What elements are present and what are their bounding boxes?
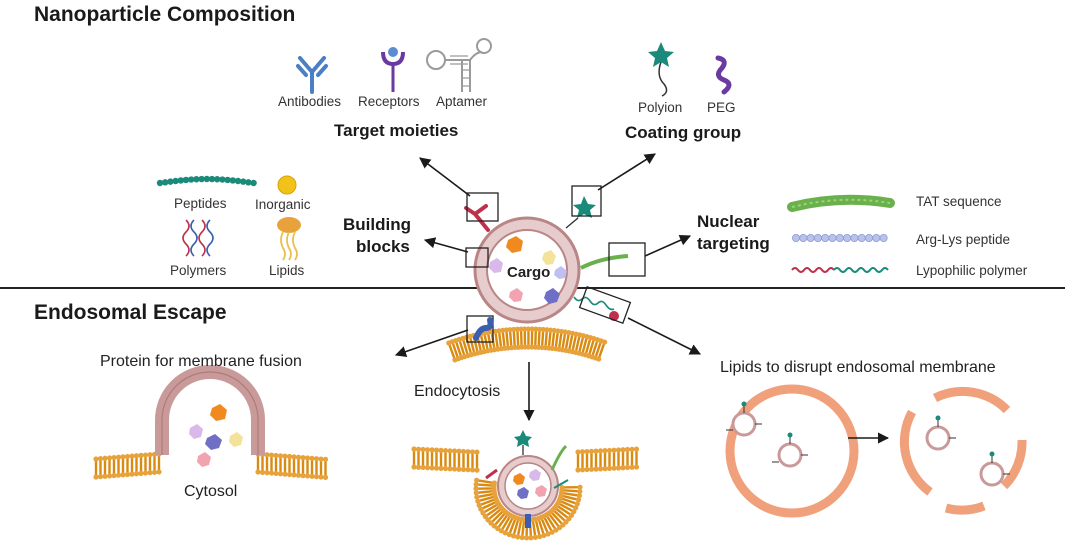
endocytosis-illustration [411, 430, 640, 541]
label-polyion: Polyion [638, 100, 683, 115]
inset-fusion-protein [466, 315, 494, 343]
central-nanoparticle [473, 216, 581, 324]
label-peptides: Peptides [174, 196, 227, 211]
inset-lipid-tail [573, 285, 632, 325]
label-tat-sequence: TAT sequence [916, 194, 1002, 209]
receptor-icon [381, 47, 405, 92]
fusion-illustration [93, 365, 329, 480]
peg-icon [715, 55, 732, 95]
attached-polyion-icon [573, 196, 596, 218]
endosome-disrupted [899, 386, 1027, 515]
lipids-disrupt-label: Lipids to disrupt endosomal membrane [720, 359, 996, 376]
label-lypophilic-polymer: Lypophilic polymer [916, 263, 1028, 278]
arrow-nuclear [644, 234, 692, 257]
inset-box-building [465, 247, 489, 268]
label-receptors: Receptors [358, 94, 420, 109]
antibody-icon [296, 56, 328, 94]
lipid-icon [277, 217, 301, 261]
endosome-intact [725, 384, 859, 518]
endocytosis-label: Endocytosis [414, 383, 501, 400]
fusion-label: Protein for membrane fusion [100, 353, 302, 370]
inset-box-target [466, 192, 499, 222]
released-nanoparticles [925, 415, 1010, 487]
plasma-membrane-top [446, 326, 608, 363]
label-inorganic: Inorganic [255, 197, 311, 212]
nuclear-targeting-heading-line2: targeting [697, 234, 770, 253]
label-lipids: Lipids [269, 263, 305, 278]
label-arg-lys-peptide: Arg-Lys peptide [916, 232, 1011, 247]
arrow-lipids [627, 317, 702, 355]
inorganic-icon [277, 175, 297, 195]
arrow-fusion [394, 329, 469, 357]
arg-lys-peptide-icon [792, 233, 888, 242]
aptamer-icon [426, 38, 492, 92]
label-polymers: Polymers [170, 263, 227, 278]
peptide-chain-icon [156, 175, 257, 187]
cargo-label: Cargo [507, 264, 551, 281]
escape-title: Endosomal Escape [34, 301, 227, 324]
target-moieties-heading: Target moieties [334, 121, 459, 140]
nuclear-targeting-heading-line1: Nuclear [697, 212, 760, 231]
arrow-target [419, 157, 471, 197]
building-blocks-heading-line2: blocks [356, 237, 410, 256]
coating-group-heading: Coating group [625, 123, 742, 142]
building-blocks-heading-line1: Building [343, 215, 411, 234]
label-peg: PEG [707, 100, 736, 115]
cytosol-label: Cytosol [184, 483, 238, 500]
arrow-coating [597, 153, 656, 191]
arrow-building [423, 237, 469, 253]
polyion-icon [648, 42, 674, 97]
polymer-icon [182, 219, 214, 257]
composition-title: Nanoparticle Composition [34, 3, 296, 26]
label-antibodies: Antibodies [278, 94, 342, 109]
inset-box-coating [571, 185, 602, 217]
inset-box-nuclear [608, 242, 646, 277]
lypophilic-polymer-icon [791, 267, 889, 273]
attached-antibody-icon [464, 204, 490, 232]
label-aptamer: Aptamer [436, 94, 488, 109]
